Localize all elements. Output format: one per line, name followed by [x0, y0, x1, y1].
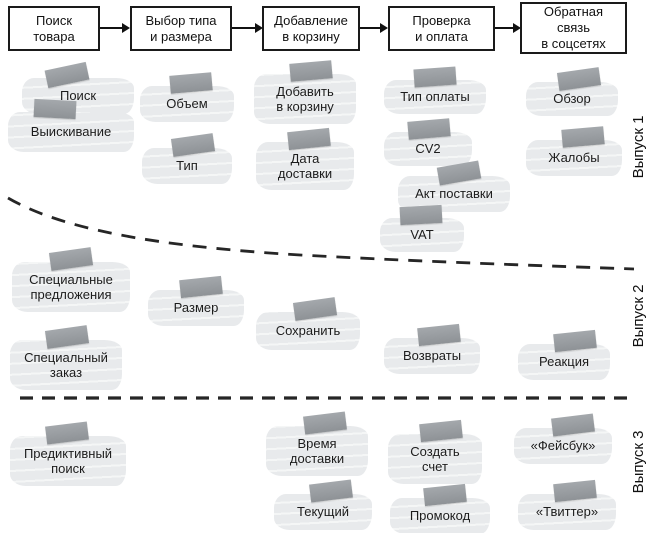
flow-arrow-icon: [360, 23, 388, 33]
step-label: Выбор типа и размера: [145, 12, 217, 44]
tape-icon: [419, 419, 463, 443]
sticky-note-zhaloby: Жалобы: [526, 126, 622, 176]
note-label: Специальный заказ: [24, 349, 108, 380]
tape-icon: [556, 67, 602, 91]
tape-icon: [33, 98, 77, 120]
note-label: «Фейсбук»: [530, 438, 596, 454]
note-label: CV2: [415, 141, 441, 157]
sticky-note-obzor: Обзор: [526, 67, 618, 116]
sticky-note-dobavit-v-korzinu: Добавить в корзину: [254, 60, 356, 124]
release-2-label: Выпуск 2: [630, 284, 647, 348]
note-label: Создать счет: [410, 443, 460, 474]
sticky-note-sozdat-schet: Создать счет: [388, 419, 482, 484]
note-label: Текущий: [297, 504, 349, 520]
note-label: Выискивание: [30, 124, 112, 140]
sticky-note-promokod: Промокод: [390, 483, 490, 533]
tape-icon: [561, 126, 605, 148]
note-label: Тип оплаты: [400, 89, 470, 105]
sticky-note-razmer: Размер: [148, 275, 244, 326]
sticky-note-tip-oplaty: Тип оплаты: [384, 66, 486, 114]
note-label: Добавить в корзину: [276, 83, 334, 114]
tape-icon: [44, 325, 90, 349]
sticky-note-reakciya: Реакция: [518, 329, 610, 380]
sticky-note-cv2: CV2: [384, 118, 472, 166]
tape-icon: [48, 247, 94, 271]
tape-icon: [289, 60, 333, 82]
flow-arrow-icon: [100, 23, 130, 33]
note-label: VAT: [410, 227, 434, 243]
tape-icon: [407, 118, 451, 140]
note-label: Поиск: [59, 88, 97, 104]
step-box-checkout: Проверка и оплата: [388, 6, 495, 51]
tape-icon: [413, 66, 457, 88]
sticky-note-data-dostavki: Дата доставки: [256, 127, 354, 190]
sticky-note-vyiskivanie: Выискивание: [8, 98, 134, 152]
tape-icon: [303, 411, 347, 435]
flow-arrow-icon: [495, 23, 521, 33]
step-box-add-to-cart: Добавление в корзину: [262, 6, 360, 51]
note-label: Время доставки: [289, 435, 345, 466]
sticky-note-sohranit: Сохранить: [256, 297, 360, 350]
sticky-note-tekushchij: Текущий: [274, 479, 372, 530]
note-label: Предиктивный поиск: [23, 445, 113, 476]
tape-icon: [287, 127, 331, 151]
tape-icon: [170, 133, 216, 157]
note-label: Объем: [166, 96, 208, 112]
tape-icon: [179, 275, 223, 299]
step-label: Обратная связь в соцсетях: [541, 4, 606, 51]
sticky-note-specialnye-predlozheniya: Специальные предложения: [12, 247, 130, 312]
release-divider-1: [7, 196, 635, 271]
sticky-note-obem: Объем: [140, 72, 234, 122]
release-1-label: Выпуск 1: [630, 115, 647, 179]
sticky-note-vremya-dostavki: Время доставки: [266, 411, 368, 476]
tape-icon: [399, 204, 443, 226]
tape-icon: [292, 297, 338, 321]
sticky-note-specialnyj-zakaz: Специальный заказ: [10, 325, 122, 390]
note-label: Промокод: [409, 508, 471, 524]
note-label: Реакция: [539, 354, 589, 370]
tape-icon: [309, 479, 353, 503]
note-label: Дата доставки: [277, 150, 333, 181]
note-label: Жалобы: [548, 150, 600, 166]
note-label: «Твиттер»: [535, 504, 599, 520]
tape-icon: [553, 479, 597, 503]
step-box-social-feedback: Обратная связь в соцсетях: [520, 2, 627, 54]
sticky-note-prediktivnyj-poisk: Предиктивный поиск: [10, 421, 126, 486]
note-label: Обзор: [553, 91, 591, 107]
note-label: Возвраты: [402, 348, 462, 364]
tape-icon: [417, 323, 461, 347]
sticky-note-fejsbuk: «Фейсбук»: [514, 413, 612, 464]
note-label: Специальные предложения: [29, 271, 113, 302]
step-label: Добавление в корзину: [274, 12, 348, 44]
note-label: Сохранить: [275, 323, 341, 339]
tape-icon: [44, 61, 90, 89]
step-label: Поиск товара: [33, 12, 75, 44]
step-label: Проверка и оплата: [412, 12, 471, 44]
note-label: Тип: [176, 158, 198, 174]
release-3-label: Выпуск 3: [630, 430, 647, 494]
note-label: Акт поставки: [415, 186, 493, 202]
tape-icon: [423, 483, 467, 507]
step-box-product-search: Поиск товара: [8, 6, 100, 51]
sticky-note-tip: Тип: [142, 133, 232, 184]
tape-icon: [169, 72, 213, 94]
note-label: Размер: [173, 300, 219, 316]
sticky-note-vozvraty: Возвраты: [384, 323, 480, 374]
step-box-type-size: Выбор типа и размера: [130, 6, 232, 51]
sticky-note-vat: VAT: [380, 204, 464, 252]
flow-arrow-icon: [232, 23, 263, 33]
sticky-note-tvitter: «Твиттер»: [518, 479, 616, 530]
tape-icon: [551, 413, 595, 437]
tape-icon: [45, 421, 89, 445]
tape-icon: [553, 329, 597, 353]
